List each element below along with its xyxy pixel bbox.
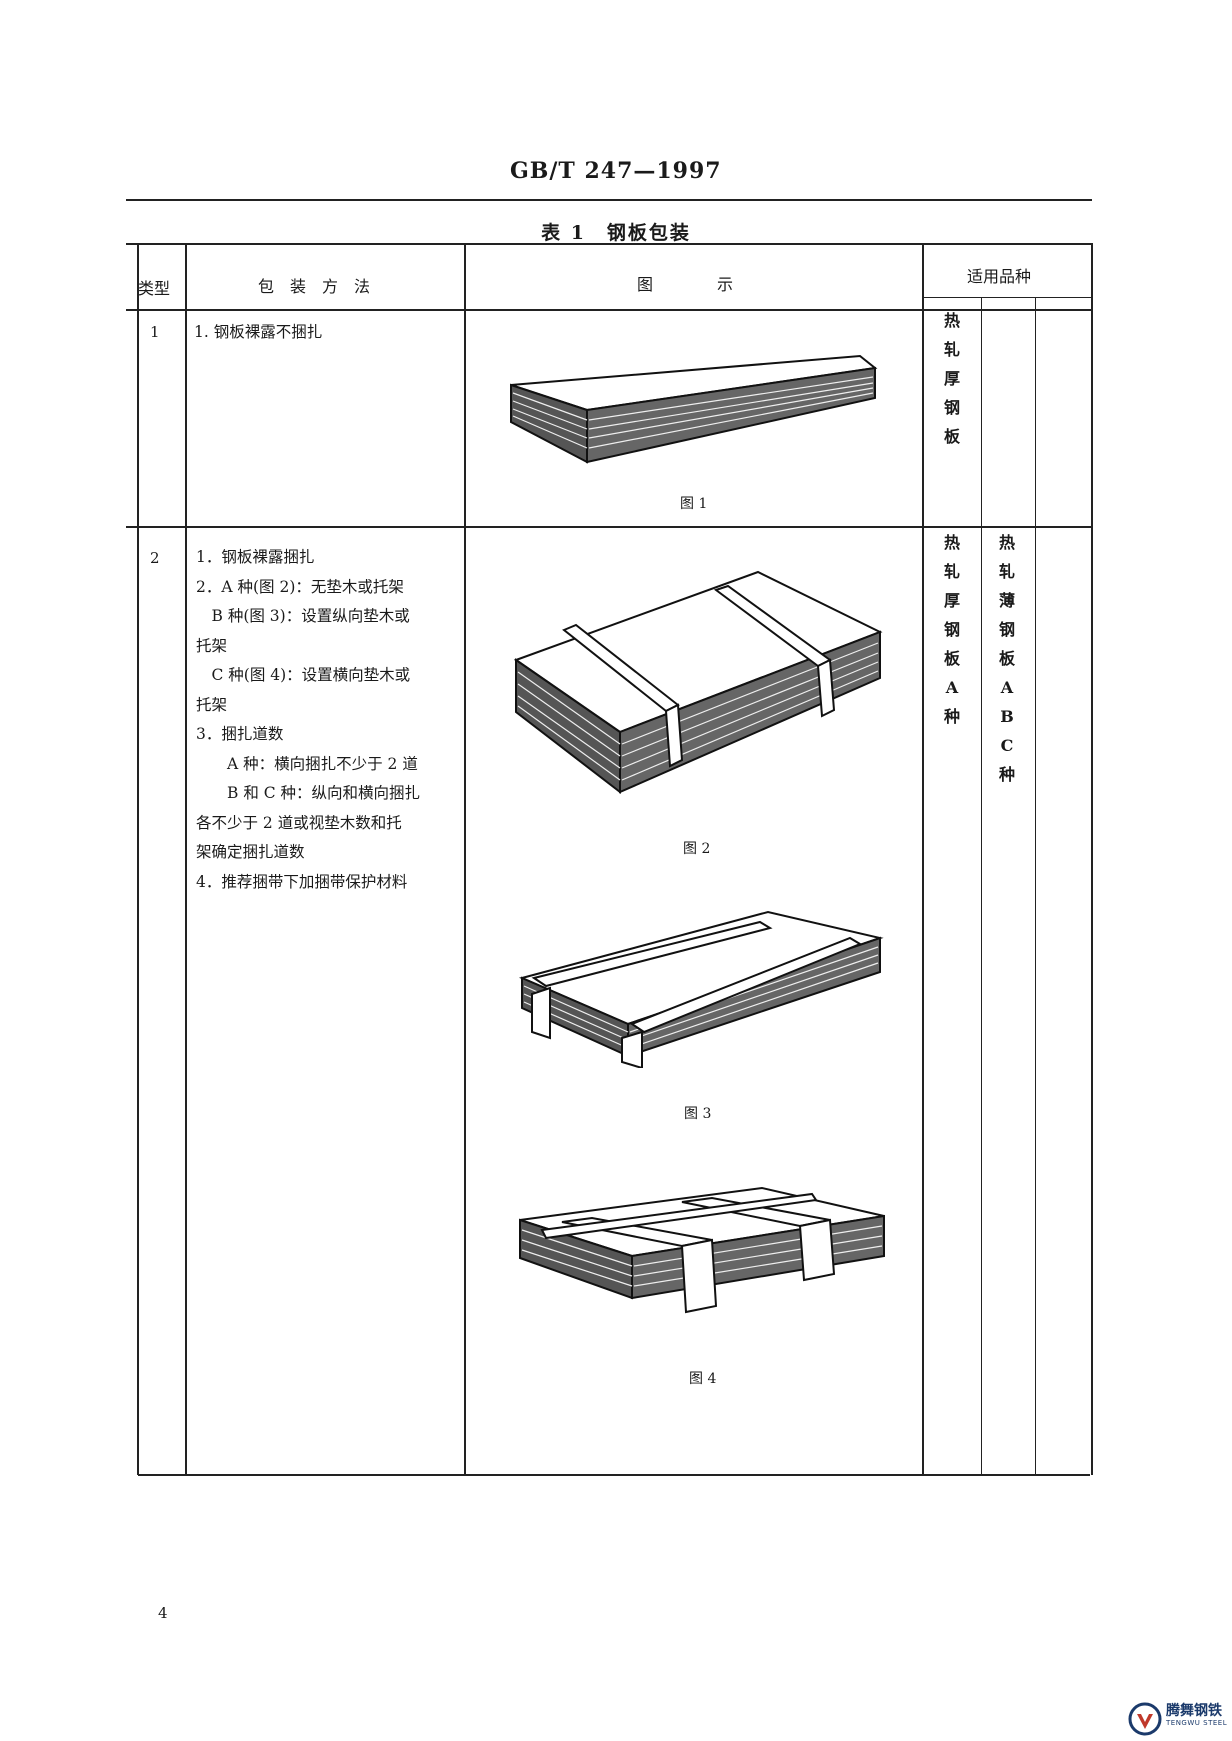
method-line: 4．推荐捆带下加捆带保护材料 bbox=[196, 872, 408, 891]
method-line: 各不少于 2 道或视垫木数和托 bbox=[196, 813, 402, 832]
method-line: B 种(图 3)：设置纵向垫木或 bbox=[196, 607, 410, 625]
grade-char: 钢 bbox=[943, 398, 960, 417]
page-number: 4 bbox=[158, 1604, 168, 1622]
row-2-grade-col1: 热 轧 厚 钢 板 A 种 bbox=[939, 528, 965, 731]
method-line: B 和 C 种：纵向和横向捆扎 bbox=[196, 784, 421, 802]
method-line: 托架 bbox=[196, 636, 228, 655]
method-line: 1. 钢板裸露不捆扎 bbox=[194, 323, 323, 341]
figure-3-caption: 图 3 bbox=[684, 1106, 712, 1122]
grade-char: 薄 bbox=[998, 591, 1015, 610]
grade-char: 板 bbox=[943, 427, 960, 446]
method-line: 3．捆扎道数 bbox=[196, 725, 284, 743]
grade-char: 种 bbox=[998, 765, 1015, 784]
grade-char: 热 bbox=[943, 311, 960, 330]
logo-text-cn: 腾舞钢铁 bbox=[1166, 1703, 1222, 1719]
grade-char: 种 bbox=[943, 707, 960, 726]
grade-char: 热 bbox=[998, 533, 1015, 552]
method-line: 2．A 种(图 2)：无垫木或托架 bbox=[196, 577, 404, 596]
document-code: GB/T 247—1997 bbox=[510, 158, 722, 184]
grade-char: A bbox=[1000, 678, 1014, 697]
grade-char: 轧 bbox=[998, 562, 1015, 581]
row-2-method: 1．钢板裸露捆扎 2．A 种(图 2)：无垫木或托架 B 种(图 3)：设置纵向… bbox=[196, 543, 420, 897]
row-1-method: 1. 钢板裸露不捆扎 bbox=[194, 318, 322, 348]
row-2-type: 2 bbox=[150, 549, 160, 567]
row-1-type: 1 bbox=[150, 323, 160, 341]
grade-char: 厚 bbox=[943, 591, 960, 610]
header-rule bbox=[126, 199, 1092, 201]
grade-char: 轧 bbox=[943, 340, 960, 359]
grade-char: C bbox=[1000, 736, 1014, 755]
grade-char: 热 bbox=[943, 533, 960, 552]
logo-text-en: TENGWU STEEL bbox=[1166, 1719, 1228, 1727]
grade-char: 轧 bbox=[943, 562, 960, 581]
company-logo: 腾舞钢铁 TENGWU STEEL bbox=[1128, 1700, 1228, 1738]
header-type: 类型 bbox=[138, 279, 171, 298]
method-line: A 种：横向捆扎不少于 2 道 bbox=[196, 754, 418, 773]
grade-char: B bbox=[1000, 707, 1014, 726]
method-line: 1．钢板裸露捆扎 bbox=[196, 548, 315, 566]
logo-icon bbox=[1128, 1702, 1162, 1736]
figure-2-caption: 图 2 bbox=[683, 841, 711, 857]
figure-4-caption: 图 4 bbox=[689, 1371, 717, 1387]
grade-char: 钢 bbox=[943, 620, 960, 639]
header-grade: 适用品种 bbox=[967, 267, 1032, 286]
grade-char: A bbox=[945, 678, 959, 697]
figure-1-caption: 图 1 bbox=[680, 496, 708, 512]
row-2-grade-col2: 热 轧 薄 钢 板 A B C 种 bbox=[994, 528, 1020, 789]
method-line: C 种(图 4)：设置横向垫木或 bbox=[196, 666, 411, 684]
header-illustration: 图 示 bbox=[637, 275, 734, 294]
grade-char: 板 bbox=[998, 649, 1015, 668]
header-method: 包 装 方 法 bbox=[258, 277, 371, 296]
grade-char: 钢 bbox=[998, 620, 1015, 639]
grade-char: 板 bbox=[943, 649, 960, 668]
row-1-grade-col1: 热 轧 厚 钢 板 bbox=[939, 306, 965, 451]
table-title: 表 1 钢板包装 bbox=[541, 222, 691, 244]
method-line: 托架 bbox=[196, 695, 228, 714]
grade-char: 厚 bbox=[943, 369, 960, 388]
method-line: 架确定捆扎道数 bbox=[196, 843, 305, 861]
